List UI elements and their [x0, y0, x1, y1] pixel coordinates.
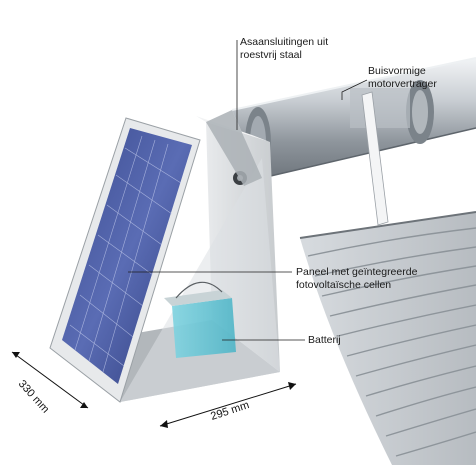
- callout-tubular-motor: Buisvormige motorvertrager: [368, 65, 437, 90]
- callout-panel: Paneel met geïntegreerde fotovoltaïsche …: [296, 266, 418, 291]
- callout-battery: Batterij: [308, 334, 341, 346]
- solar-panel-unit: [49, 110, 280, 403]
- roller-shutter: [299, 211, 476, 465]
- width-label: 295 mm: [209, 399, 251, 423]
- callout-stainless-connections: Asaansluitingen uit roestvrij staal: [240, 36, 329, 61]
- depth-label: 330 mm: [16, 378, 52, 416]
- leader-lines: [128, 40, 368, 341]
